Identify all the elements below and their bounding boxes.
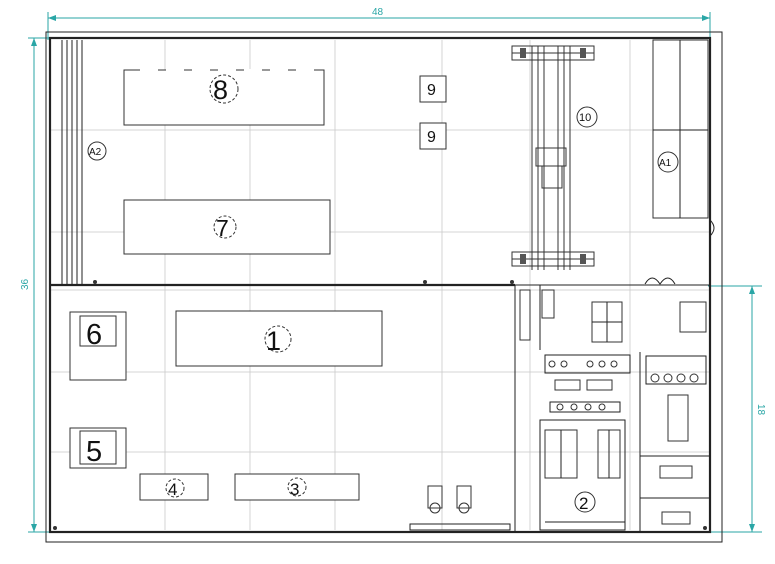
zone-9b-label: 9 bbox=[427, 129, 436, 146]
door-arc-top bbox=[644, 277, 676, 285]
zone-9b-box bbox=[419, 122, 447, 150]
zone-6-label: 6 bbox=[86, 319, 102, 351]
outer-border bbox=[45, 31, 723, 543]
width-dimension-label: 48 bbox=[372, 7, 384, 18]
dimension-right: 18 bbox=[708, 285, 766, 533]
area-a1-label: A1 bbox=[659, 158, 672, 169]
rack-lines bbox=[61, 40, 83, 284]
zone-9a-box bbox=[419, 75, 447, 103]
zone-7-box bbox=[123, 199, 331, 255]
zone-4-label: 4 bbox=[168, 480, 177, 499]
office-block bbox=[514, 284, 711, 533]
height-dimension-label: 36 bbox=[20, 278, 31, 290]
door-arc-right bbox=[709, 219, 715, 237]
dimension-left: 36 bbox=[20, 37, 52, 533]
zone-7-label: 7 bbox=[216, 215, 229, 241]
area-a2-label: A2 bbox=[89, 147, 102, 158]
zone-1-label: 1 bbox=[266, 326, 281, 356]
zone-3-label: 3 bbox=[290, 480, 299, 499]
bottom-chairs bbox=[409, 485, 511, 531]
zone-8-label: 8 bbox=[213, 75, 228, 105]
zone-4-box bbox=[139, 473, 209, 501]
zone-1-box bbox=[175, 310, 383, 367]
crane-equipment bbox=[511, 45, 595, 270]
zone-2-label: 2 bbox=[579, 494, 588, 513]
zone-5-label: 5 bbox=[86, 436, 102, 468]
zone-8-box bbox=[123, 69, 325, 126]
dimension-top: 48 bbox=[47, 7, 711, 40]
zone-10-label: 10 bbox=[579, 112, 591, 124]
side-dimension-label: 18 bbox=[755, 404, 766, 416]
zone-9a-label: 9 bbox=[427, 82, 436, 99]
